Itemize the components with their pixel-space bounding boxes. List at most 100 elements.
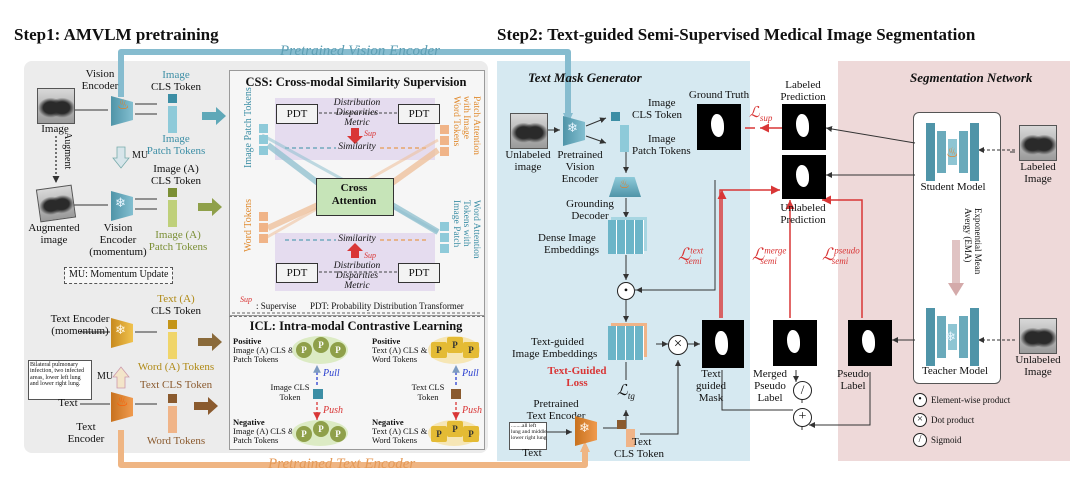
tmg-vision-encoder-block xyxy=(563,116,585,146)
positive-image-label-2: Image (A) CLS & xyxy=(233,345,295,355)
negative-image-label-3: Patch Tokens xyxy=(233,435,279,445)
labeled-prediction-label-1: Labeled xyxy=(785,79,821,91)
step2-title: Step2: Text-guided Semi-Supervised Medic… xyxy=(497,25,976,44)
word-token-img-att xyxy=(440,136,449,145)
pretrained-vision-encoder-label: Pretrained Vision Encoder xyxy=(280,43,440,59)
snowflake-icon: ❄ xyxy=(567,120,578,135)
tmg-text-encoder-label-1: Pretrained xyxy=(533,398,579,410)
patch-token-word-att xyxy=(440,233,449,242)
text-guided-mask-label-3: Mask xyxy=(698,392,724,404)
flame-icon: ♨ xyxy=(117,98,130,113)
grounding-decoder-label-2: Decoder xyxy=(571,210,609,222)
negative-image-token: P xyxy=(296,426,312,442)
positive-text-label-2: Text (A) CLS & xyxy=(372,345,428,355)
l-semi-pseudo-sub: semi xyxy=(831,256,849,267)
merged-pseudo-label-1: Merged xyxy=(752,368,788,380)
vision-encoder-block xyxy=(111,96,133,126)
negative-text-token: P xyxy=(431,426,447,442)
tmg-unlabeled-image-label-1: Unlabeled xyxy=(505,149,551,161)
flame-icon: ♨ xyxy=(946,146,959,161)
l-sup-script: ℒ xyxy=(749,105,760,121)
pdt-block-bottom-right: PDT xyxy=(398,263,440,283)
text-cls-token-icl-label-1: Text CLS xyxy=(411,382,445,392)
css-title: CSS: Cross-modal Similarity Supervision xyxy=(245,75,467,89)
css-word-token xyxy=(259,234,268,243)
tmg-image-cls-token xyxy=(611,112,620,121)
word-a-tokens-label: Word (A) Tokens xyxy=(137,361,215,373)
unet-block xyxy=(948,139,957,165)
distribution-metric-top-3: Metric xyxy=(344,118,370,128)
unet-block xyxy=(970,123,979,181)
negative-text-token: P xyxy=(463,426,479,442)
tmg-image-patch-token xyxy=(620,125,629,134)
tmg-unlabeled-image xyxy=(510,113,548,149)
merged-pseudo-label-mask xyxy=(773,320,817,366)
tmg-vision-encoder-label-3: Encoder xyxy=(561,173,599,185)
vision-encoder-label-2: Encoder xyxy=(81,80,119,92)
unlabeled-prediction-label-1: Unlabeled xyxy=(780,202,826,214)
push-label-right: Push xyxy=(462,405,482,416)
positive-image-token: P xyxy=(330,342,346,358)
l-tg-subscript: tg xyxy=(627,391,635,401)
teacher-model-unet xyxy=(926,308,986,366)
css-word-token xyxy=(259,212,268,221)
unet-block xyxy=(937,316,946,358)
elementwise-legend-label: Element-wise product xyxy=(931,395,1011,405)
word-tokens-img-att-label-2: with Image xyxy=(461,96,471,140)
seg-unlabeled-image-label-1: Unlabeled xyxy=(1015,354,1061,366)
dense-embeddings-label-1: Dense Image xyxy=(538,232,596,244)
report-text-line: infection, two infected xyxy=(30,368,85,375)
ground-truth-label: Ground Truth xyxy=(688,89,750,101)
unet-block xyxy=(959,131,968,173)
text-guided-embeddings-label-2: Image Embeddings xyxy=(512,348,598,360)
unet-block xyxy=(937,131,946,173)
text-label: Text xyxy=(58,397,78,409)
text-a-cls-token-label-1: Text (A) xyxy=(157,293,195,305)
negative-text-label-1: Negative xyxy=(372,417,404,427)
text-guided-embeddings-label-1: Text-guided xyxy=(531,336,584,348)
tmg-image-cls-token-label-2: CLS Token xyxy=(632,109,683,121)
snowflake-icon: ❄ xyxy=(115,322,126,337)
image-patch-token xyxy=(168,115,177,124)
similarity-top: Similarity xyxy=(338,142,376,152)
text-guided-embeddings-cube xyxy=(608,326,644,360)
l-sup-symbol: ℒsup xyxy=(749,105,772,123)
word-token-img-att xyxy=(440,147,449,156)
text-encoder-label-2: Encoder xyxy=(67,433,105,445)
text-guided-mask-label-2: guided xyxy=(696,380,726,392)
sup-label-top: Sup xyxy=(364,129,376,138)
text-encoder-momentum-block xyxy=(111,318,133,348)
legend-supervise: : Supervise xyxy=(256,301,297,311)
pseudo-label-2: Label xyxy=(840,380,866,392)
tmg-title: Text Mask Generator xyxy=(528,70,642,85)
image-a-cls-token xyxy=(168,188,177,197)
cross-attention-label-2: Attention xyxy=(331,195,377,207)
l-semi-text-sup: text xyxy=(690,245,704,256)
patch-tokens-word-att-label-1: Image Patch xyxy=(451,200,461,248)
vision-encoder-label-1: Vision xyxy=(85,68,115,80)
unet-block xyxy=(926,123,935,181)
labeled-image xyxy=(1019,125,1057,161)
positive-text-label-3: Word Tokens xyxy=(372,354,418,364)
student-model-unet xyxy=(926,123,986,181)
l-tg-symbol: ℒtg xyxy=(617,383,635,401)
tmg-report-text-line: lower right lung xyxy=(511,434,547,441)
mu-legend: MU: Momentum Update xyxy=(64,267,174,284)
elementwise-op: • xyxy=(617,282,635,300)
image-a-patch-token xyxy=(168,200,177,209)
positive-text-token: P xyxy=(463,342,479,358)
labeled-prediction-label-2: Prediction xyxy=(780,91,826,103)
word-token xyxy=(168,424,177,433)
word-tokens-label: Word Tokens xyxy=(146,435,206,447)
l-semi-merge-sub: semi xyxy=(760,256,777,267)
pull-label-right: Pull xyxy=(462,368,479,379)
labeled-prediction-mask xyxy=(782,104,826,150)
vision-encoder-momentum-block xyxy=(111,191,133,221)
sigmoid-legend-icon: / xyxy=(913,433,927,447)
negative-image-token: P xyxy=(330,426,346,442)
elementwise-legend-icon: • xyxy=(913,393,927,407)
l-semi-pseudo-script: ℒ xyxy=(822,245,835,264)
css-word-token xyxy=(259,223,268,232)
pretrained-text-encoder-label: Pretrained Text Encoder xyxy=(268,456,416,472)
flame-icon: ♨ xyxy=(116,395,129,410)
